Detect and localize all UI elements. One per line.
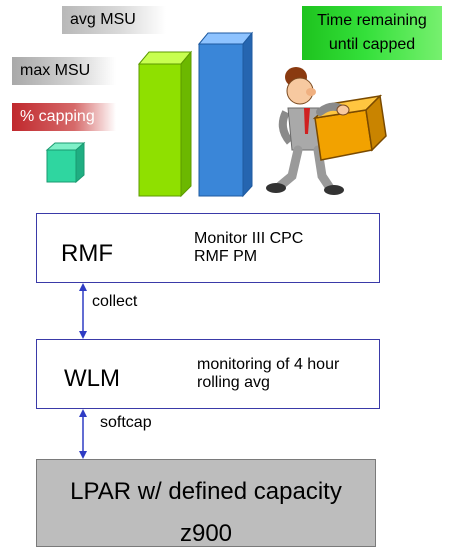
rmf-box: RMF Monitor III CPC RMF PM (36, 213, 380, 283)
time-remaining-tag: Time remaining until capped (302, 6, 442, 60)
collect-arrow (79, 283, 87, 339)
green-bar (137, 50, 193, 198)
rmf-desc-line1: Monitor III CPC (194, 230, 304, 247)
lpar-title: LPAR w/ defined capacity (70, 478, 342, 505)
wlm-desc-line1: monitoring of 4 hour (197, 356, 340, 373)
lpar-model: z900 (179, 520, 233, 547)
softcap-arrow (79, 409, 87, 459)
max-msu-tag: max MSU (12, 57, 116, 85)
collect-label: collect (92, 293, 138, 310)
lpar-box: LPAR w/ defined capacity z900 (36, 459, 376, 547)
wlm-title: WLM (64, 365, 120, 392)
person-carrying-box-icon (266, 67, 387, 195)
rmf-description: Monitor III CPC RMF PM (194, 230, 303, 266)
wlm-box: WLM monitoring of 4 hour rolling avg (36, 339, 380, 409)
softcap-label: softcap (100, 414, 152, 431)
time-remaining-line2: until capped (328, 36, 416, 53)
pct-capping-tag: % capping (12, 103, 116, 131)
time-remaining-line1: Time remaining (317, 12, 427, 29)
blue-bar (197, 31, 254, 198)
3d-bar-chart-icon (45, 31, 387, 198)
teal-cube (45, 141, 86, 184)
rmf-desc-line2: RMF PM (194, 248, 258, 265)
rmf-title: RMF (61, 240, 113, 267)
avg-msu-tag: avg MSU (62, 6, 166, 34)
wlm-desc-line2: rolling avg (197, 374, 270, 391)
wlm-description: monitoring of 4 hour rolling avg (197, 356, 339, 392)
